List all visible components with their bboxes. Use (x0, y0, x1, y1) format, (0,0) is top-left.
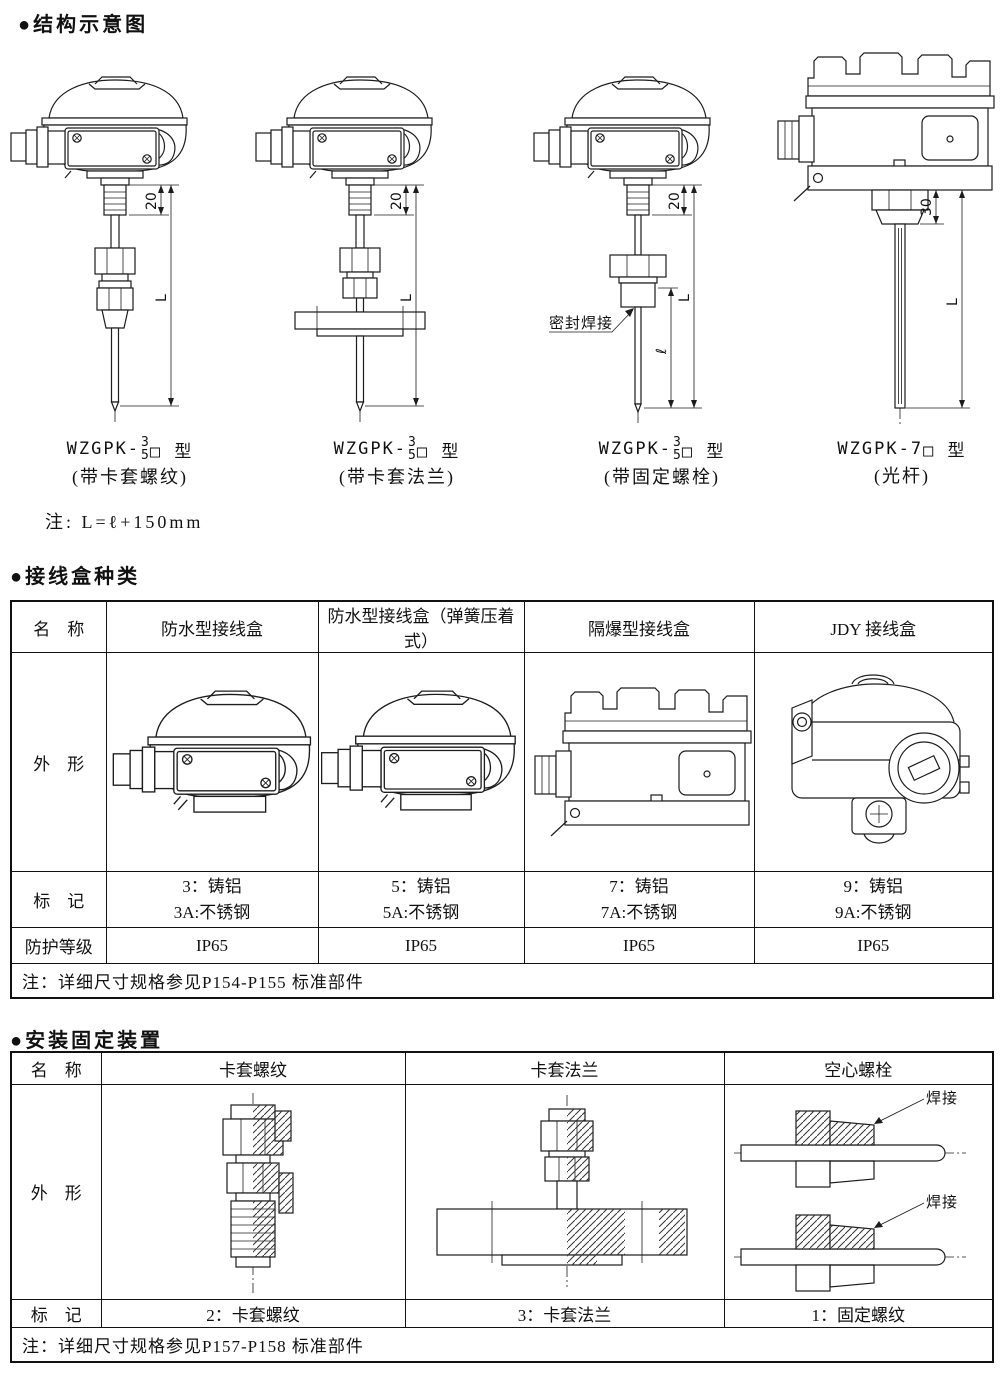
header-name: 名 称 (10, 600, 107, 653)
dim-L-label: L (154, 294, 170, 302)
mount-header-row: 名 称 卡套螺纹 卡套法兰 空心螺栓 (10, 1051, 994, 1085)
mark-row-label: 标 记 (10, 871, 107, 928)
dim-30-label: 30 (919, 198, 935, 216)
dim-L-label: L (945, 298, 961, 306)
weld-label: 焊接 (926, 1194, 958, 1211)
diagram-label-4: WZGPK-7□ 型 (光杆) (790, 436, 1000, 488)
model-subtitle: (光杆) (874, 466, 930, 486)
junction-table-note: 注：详细尺寸规格参见P154-P155 标准部件 (10, 963, 994, 999)
seal-weld-label: 密封焊接 (549, 315, 613, 332)
junction-box-table: 名 称 防水型接线盒 防水型接线盒（弹簧压着式） 隔爆型接线盒 JDY 接线盒 … (10, 600, 994, 999)
waterproof-box-drawing (112, 690, 312, 813)
hollow-bolt-drawing: 焊接 焊接 (733, 1090, 966, 1292)
ip-value: IP65 (523, 927, 755, 964)
junction-shape-row: 外 形 (10, 652, 994, 872)
mount-shape-row: 外 形 (10, 1083, 994, 1300)
model-subtitle: (带卡套螺纹) (72, 467, 188, 487)
weld-label: 焊接 (926, 1090, 958, 1107)
model-code: WZGPK-7□ 型 (837, 438, 967, 462)
mount-mark-row: 标 记 2：卡套螺纹 3：卡套法兰 1：固定螺纹 (10, 1298, 994, 1328)
mount-note-row: 注：详细尺寸规格参见P157-P158 标准部件 (10, 1326, 994, 1362)
clamp-thread-drawing (222, 1092, 294, 1293)
mark-value: 2：卡套螺纹 (100, 1298, 406, 1328)
diagram-clamp-flange: L (255, 76, 433, 424)
jdy-box-drawing (791, 674, 970, 844)
header-waterproof-spring: 防水型接线盒（弹簧压着式） (317, 600, 525, 653)
model-subtitle: (带卡套法兰) (339, 467, 455, 487)
ip-value: IP65 (317, 927, 525, 964)
dim-L-label: L (677, 294, 693, 302)
ip-value: IP65 (753, 927, 994, 964)
shape-row-label: 外 形 (10, 652, 107, 872)
mark-value: 3：卡套法兰 (404, 1298, 725, 1328)
shape-row-label: 外 形 (10, 1083, 102, 1300)
structure-section-title: ●结构示意图 (18, 14, 149, 36)
junction-section-title: ●接线盒种类 (10, 566, 141, 588)
junction-ip-row: 防护等级 IP65 IP65 IP65 IP65 (10, 927, 994, 964)
dim-insert-label: ℓ (654, 348, 670, 355)
mark-row-label: 标 记 (10, 1298, 102, 1328)
header-explosionproof: 隔爆型接线盒 (523, 600, 755, 653)
mount-fixture-table: 名 称 卡套螺纹 卡套法兰 空心螺栓 外 形 (10, 1051, 994, 1363)
mark-value: 1：固定螺纹 (723, 1298, 994, 1328)
dim-L-label: L (399, 294, 415, 302)
ip-row-label: 防护等级 (10, 927, 107, 964)
header-name: 名 称 (10, 1051, 102, 1085)
ip-value: IP65 (105, 927, 319, 964)
diagram-plain-rod: 30 L (777, 52, 995, 424)
length-note: 注: L=ℓ+150mm (45, 512, 204, 532)
explosionproof-box-drawing (534, 687, 752, 837)
header-jdy: JDY 接线盒 (753, 600, 994, 653)
model-subtitle: (带固定螺栓) (604, 467, 720, 487)
mount-table-note: 注：详细尺寸规格参见P157-P158 标准部件 (10, 1326, 994, 1362)
junction-note-row: 注：详细尺寸规格参见P154-P155 标准部件 (10, 963, 994, 999)
header-clamp-flange: 卡套法兰 (404, 1051, 725, 1085)
header-clamp-thread: 卡套螺纹 (100, 1051, 406, 1085)
diagram-clamp-thread: L (10, 76, 188, 424)
junction-header-row: 名 称 防水型接线盒 防水型接线盒（弹簧压着式） 隔爆型接线盒 JDY 接线盒 (10, 600, 994, 653)
mount-section-title: ●安装固定装置 (10, 1030, 164, 1052)
clamp-flange-drawing (436, 1094, 688, 1287)
header-waterproof: 防水型接线盒 (105, 600, 319, 653)
diagram-fixing-bolt: 密封焊接 ℓ L (533, 76, 711, 424)
header-hollow-bolt: 空心螺栓 (723, 1051, 994, 1085)
waterproof-spring-box-drawing (321, 690, 516, 811)
structure-diagrams-svg: 20 L (10, 52, 995, 424)
